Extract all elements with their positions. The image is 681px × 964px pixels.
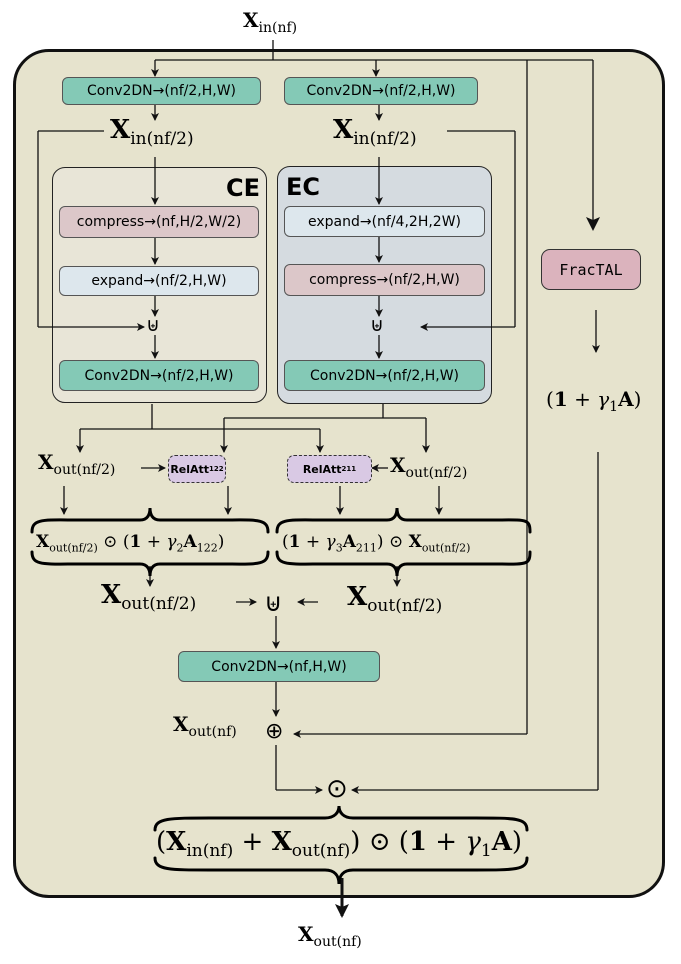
ce-concat-op: ⊎ xyxy=(146,314,160,336)
ce-compress-box: compress→(nf,H/2,W/2) xyxy=(59,206,259,238)
ec-concat-op: ⊎ xyxy=(370,314,384,336)
ec-conv-box: Conv2DN→(nf/2,H,W) xyxy=(284,360,485,391)
x-in-half-left: Xin(nf/2) xyxy=(110,115,194,150)
left-equation: Xout(nf/2) ⊙ (1 + γ2A122) xyxy=(36,532,225,555)
conv-left-top: Conv2DN→(nf/2,H,W) xyxy=(62,77,261,105)
output-label: Xout(nf) xyxy=(298,922,362,950)
left-brace xyxy=(30,507,270,534)
add-op: ⊕ xyxy=(265,719,284,744)
mult-op: ⊙ xyxy=(326,774,348,804)
ce-conv-box: Conv2DN→(nf/2,H,W) xyxy=(59,360,259,391)
x-out-half-big-left: Xout(nf/2) xyxy=(101,580,197,615)
gamma1-term: (1 + γ1A) xyxy=(546,387,642,415)
merge-concat-op: ⊎ xyxy=(264,588,283,617)
x-out-full-label: Xout(nf) xyxy=(173,712,237,740)
conv-right-top: Conv2DN→(nf/2,H,W) xyxy=(284,77,478,105)
final-equation: (Xin(nf) + Xout(nf)) ⊙ (1 + γ1A) xyxy=(156,827,523,862)
ce-title: CE xyxy=(225,174,260,202)
x-out-half-big-right: Xout(nf/2) xyxy=(347,582,443,617)
left-brace-bottom xyxy=(30,550,270,577)
ec-title: EC xyxy=(286,173,321,201)
x-out-half-left: Xout(nf/2) xyxy=(38,450,116,478)
right-equation: (1 + γ3A211) ⊙ Xout(nf/2) xyxy=(282,532,471,555)
conv-bottom: Conv2DN→(nf,H,W) xyxy=(178,651,380,682)
ec-compress-box: compress→(nf/2,H,W) xyxy=(284,264,485,296)
input-label: Xin(nf) xyxy=(243,8,298,36)
ec-expand-box: expand→(nf/4,2H,2W) xyxy=(284,206,485,237)
fractal-box: FracTAL xyxy=(541,249,641,290)
x-in-half-right: Xin(nf/2) xyxy=(333,115,417,150)
ce-expand-box: expand→(nf/2,H,W) xyxy=(59,266,259,296)
x-out-half-right: Xout(nf/2) xyxy=(390,453,468,481)
